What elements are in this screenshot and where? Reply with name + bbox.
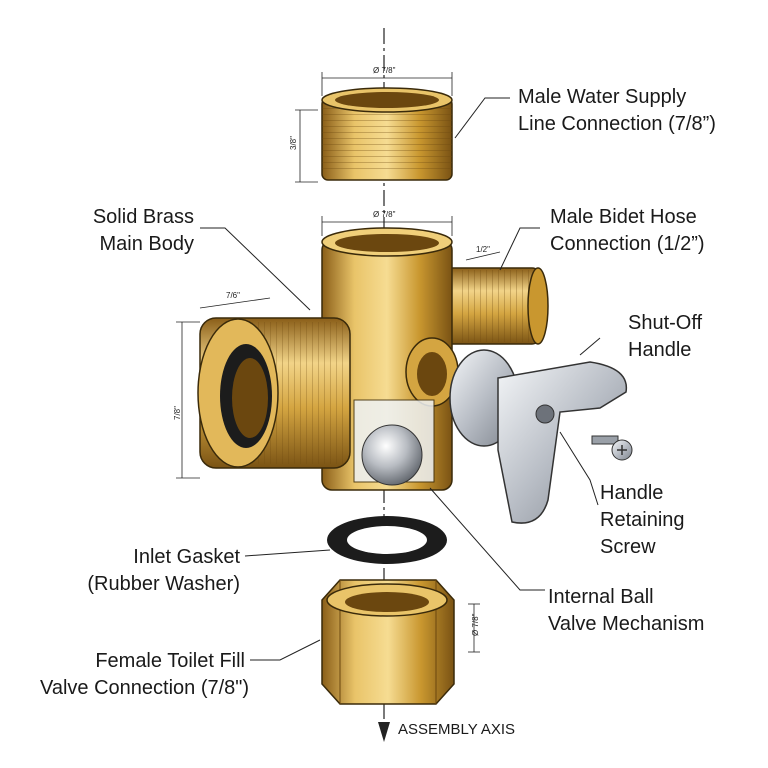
nut-diameter-text: Ø 7/8": [471, 613, 480, 636]
label-female: Female Toilet Fill Valve Connection (7/8…: [40, 648, 250, 702]
body-diameter-text: Ø 7/8": [373, 210, 396, 219]
label-ball-line2: Valve Mechanism: [548, 613, 705, 635]
label-male-supply: Male Water Supply Line Connection (7/8”): [518, 84, 716, 138]
nut-dimension: Ø 7/8": [468, 603, 480, 653]
main-body: [197, 227, 549, 491]
shut-off-handle: [449, 349, 628, 524]
label-handle-line1: Shut-Off: [628, 312, 703, 334]
label-screw: Handle Retaining Screw: [600, 480, 685, 561]
label-main-body: Solid Brass Main Body: [62, 204, 194, 258]
body-dimensions: Ø 7/8" 1/2" 7/6" 7/8": [173, 210, 501, 479]
label-male-supply-line2: Line Connection (7/8”): [518, 113, 716, 135]
label-screw-line2: Retaining: [600, 509, 685, 531]
assembly-axis-label: ASSEMBLY AXIS: [398, 721, 516, 738]
label-handle: Shut-Off Handle: [628, 310, 702, 364]
left-height-text: 7/8": [173, 406, 182, 420]
label-screw-line3: Screw: [600, 536, 656, 558]
label-gasket-line2: (Rubber Washer): [87, 573, 240, 595]
label-gasket: Inlet Gasket (Rubber Washer): [40, 544, 240, 598]
retaining-screw: [591, 435, 633, 461]
label-bidet-line1: Male Bidet Hose: [550, 206, 697, 228]
label-handle-line2: Handle: [628, 339, 692, 361]
label-main-body-line2: Main Body: [99, 233, 195, 255]
top-dimension: Ø 7/8" 3/8": [289, 66, 453, 183]
label-female-line1: Female Toilet Fill: [95, 650, 245, 672]
label-female-line2: Valve Connection (7/8"): [40, 677, 250, 699]
label-ball-line1: Internal Ball: [548, 586, 654, 608]
label-bidet-line2: Connection (1/2”): [550, 233, 705, 255]
female-nut: [321, 579, 455, 705]
label-main-body-line1: Solid Brass: [92, 206, 194, 228]
label-ball: Internal Ball Valve Mechanism: [548, 584, 704, 638]
leader-lines: [200, 97, 601, 661]
male-supply-fitting: [321, 87, 453, 181]
top-height-text: 3/8": [289, 136, 298, 150]
label-male-supply-line1: Male Water Supply: [518, 86, 687, 108]
label-bidet: Male Bidet Hose Connection (1/2”): [550, 204, 705, 258]
label-screw-line1: Handle: [600, 482, 664, 504]
label-gasket-line1: Inlet Gasket: [133, 546, 240, 568]
top-diameter-text: Ø 7/8": [373, 66, 396, 75]
side-port-text: 1/2": [476, 245, 490, 254]
inlet-gasket: [327, 516, 447, 564]
left-length-text: 7/6": [226, 291, 240, 300]
